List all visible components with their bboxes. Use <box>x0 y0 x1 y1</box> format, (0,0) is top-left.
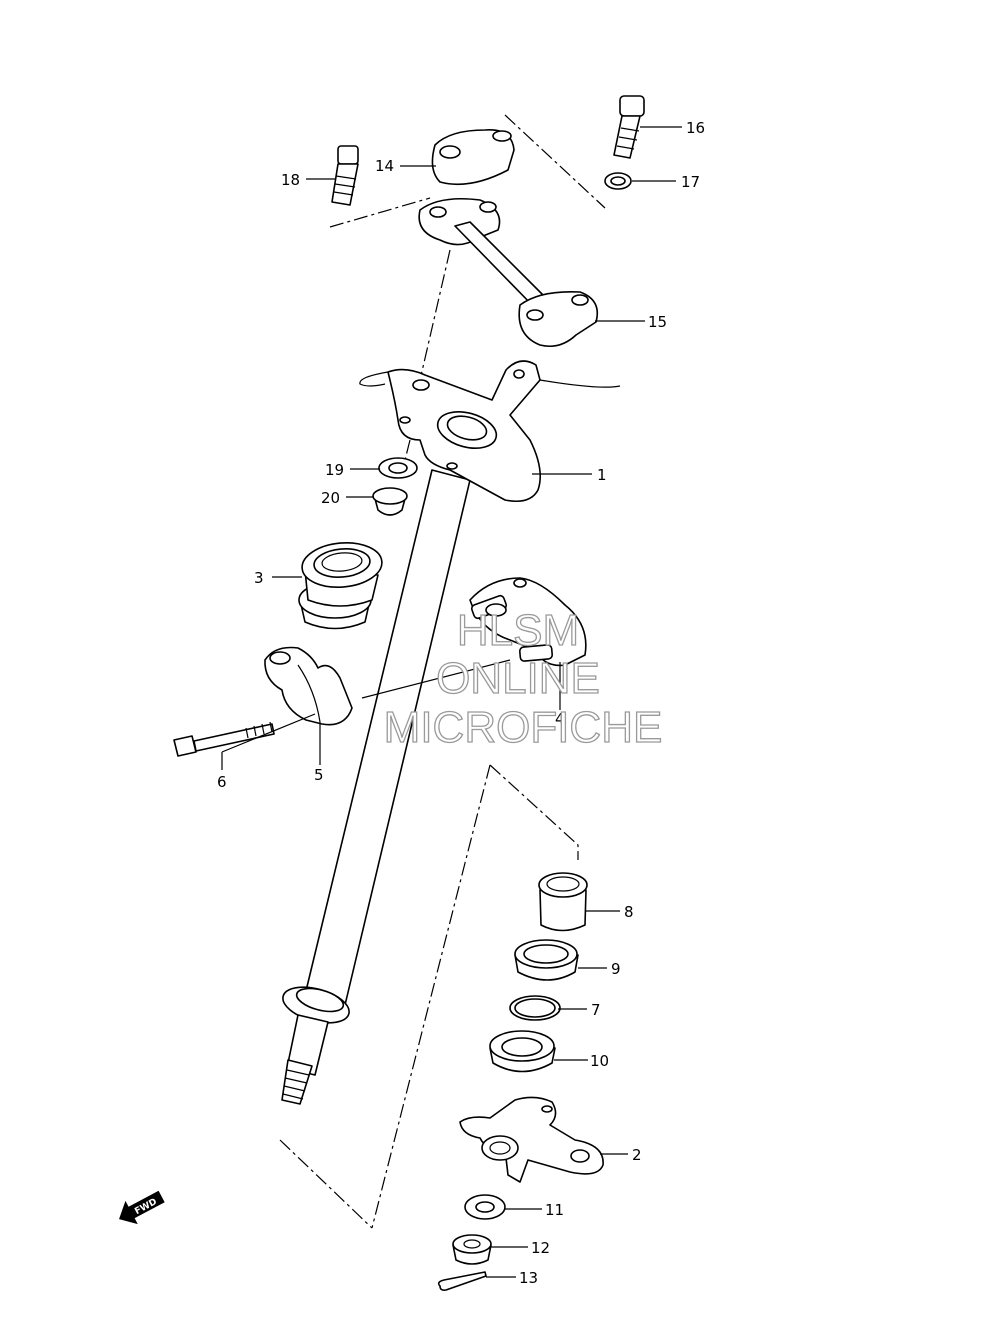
forward-direction-arrow: FWD <box>119 1190 165 1225</box>
washer-part-19 <box>378 457 418 479</box>
bearing-seal-part-3 <box>298 542 383 630</box>
nut-part-12 <box>452 1234 492 1265</box>
alignment-lines <box>279 114 606 1229</box>
forward-arrow-icon <box>119 1190 165 1225</box>
callout-9: 9 <box>611 960 621 978</box>
watermark-line-3: MICROFICHE <box>384 703 663 752</box>
callout-2: 2 <box>632 1146 642 1164</box>
callout-13: 13 <box>519 1269 538 1287</box>
callout-10: 10 <box>590 1052 609 1070</box>
callout-19: 19 <box>325 461 344 479</box>
washer-part-11 <box>464 1194 506 1220</box>
callout-15: 15 <box>648 313 667 331</box>
callout-17: 17 <box>681 173 700 191</box>
bolt-part-18 <box>331 145 359 206</box>
bearing-part-9 <box>514 939 579 981</box>
steering-shaft <box>281 469 471 1105</box>
callout-18: 18 <box>281 171 300 189</box>
bushing-part-20 <box>372 487 408 516</box>
bushing-part-8 <box>538 872 588 932</box>
callout-20: 20 <box>321 489 340 507</box>
lower-arm-part-2 <box>459 1096 604 1183</box>
handlebar-holder-part-15 <box>418 197 599 348</box>
callout-14: 14 <box>375 157 394 175</box>
watermark-line-1: HLSM <box>457 606 579 655</box>
cotter-pin-part-13 <box>437 1271 487 1291</box>
callout-6: 6 <box>217 773 227 791</box>
callout-7: 7 <box>591 1001 601 1019</box>
callout-4: 4 <box>555 710 565 728</box>
o-ring-part-7 <box>509 995 561 1021</box>
callout-5: 5 <box>314 766 324 784</box>
handlebar-holder-cap-part-14 <box>431 129 515 186</box>
long-bolt-part-6 <box>173 721 275 757</box>
callout-numbers: 1 2 3 4 5 6 7 8 9 10 11 12 13 14 15 16 1… <box>217 119 705 1287</box>
watermark-line-2: ONLINE <box>436 654 600 703</box>
callout-8: 8 <box>624 903 634 921</box>
seal-part-10 <box>489 1030 556 1073</box>
callout-12: 12 <box>531 1239 550 1257</box>
bolt-part-16 <box>613 95 645 159</box>
upper-bracket-part-1 <box>359 360 621 503</box>
watermark: HLSM ONLINE MICROFICHE <box>383 605 663 752</box>
callout-3: 3 <box>254 569 264 587</box>
callout-1: 1 <box>597 466 607 484</box>
callout-16: 16 <box>686 119 705 137</box>
callout-11: 11 <box>545 1201 564 1219</box>
shaft-holder-clamp-part-5 <box>264 646 353 726</box>
washer-part-17 <box>604 172 632 190</box>
shaft-holder-part-4 <box>469 577 587 667</box>
leader-lines <box>221 126 682 1278</box>
